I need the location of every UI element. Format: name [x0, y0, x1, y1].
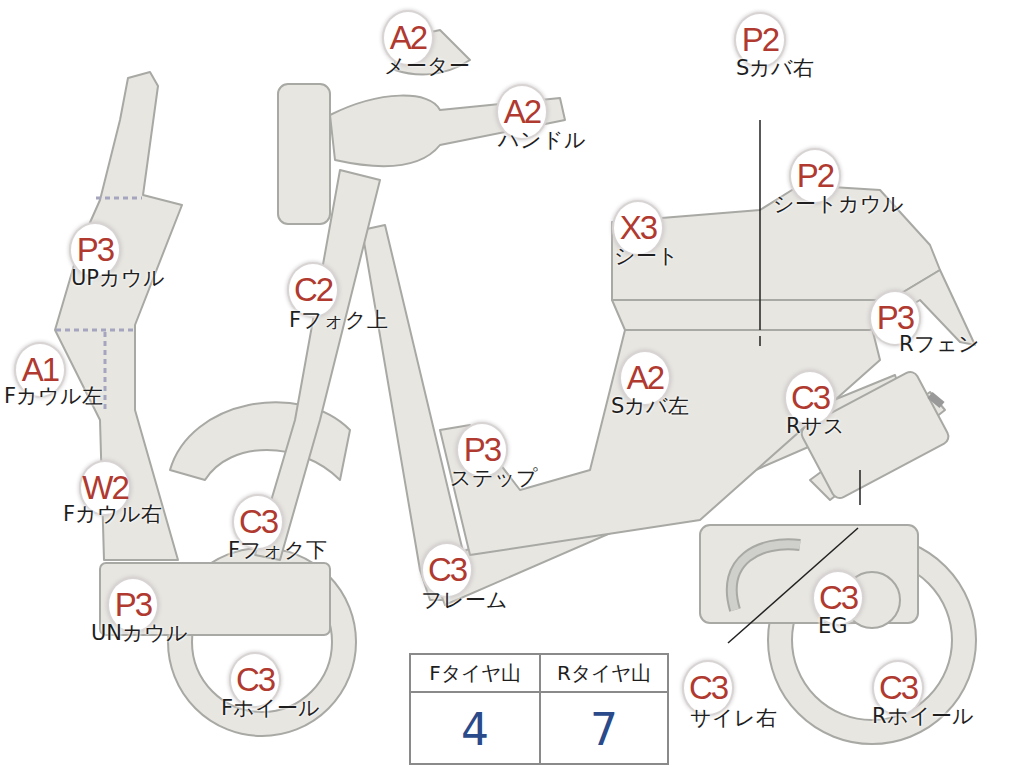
part-name: Fホイール: [221, 696, 320, 720]
damage-callout: W2Fカウル右: [81, 462, 129, 514]
table-header: Fタイヤ山: [429, 663, 521, 683]
part-name: UPカウル: [71, 266, 165, 290]
damage-callout: P3UNカウル: [109, 579, 157, 631]
damage-callout: C3Fフォク下: [234, 496, 282, 548]
table-header: Rタイヤ山: [557, 663, 651, 683]
damage-callout: P2シートカウル: [791, 150, 839, 202]
damage-callout: P3ステップ: [458, 424, 506, 476]
part-name: Fフォク下: [228, 538, 327, 562]
part-name: Fフォク上: [289, 308, 388, 332]
part-name: Fカウル左: [4, 384, 103, 408]
part-name: Sカバ右: [736, 56, 814, 80]
damage-callout: A2ハンドル: [498, 86, 546, 138]
damage-callout: P2Sカバ右: [736, 14, 784, 66]
part-name: Sカバ左: [611, 394, 689, 418]
part-name: サイレ右: [690, 706, 777, 730]
part-name: UNカウル: [91, 621, 188, 645]
part-name: Rフェン: [899, 332, 980, 356]
damage-callout: C3EG: [814, 572, 862, 624]
part-name: フレーム: [421, 588, 508, 612]
part-name: ハンドル: [498, 128, 586, 152]
damage-callout: A2Sカバ左: [621, 352, 669, 404]
part-name: ステップ: [450, 466, 538, 490]
damage-callout: X3シート: [614, 202, 662, 254]
damage-callout: C2Fフォク上: [289, 264, 337, 316]
part-name: Rサス: [786, 414, 845, 438]
table-value: 7: [590, 708, 618, 752]
part-name: Fカウル右: [63, 502, 162, 526]
damage-callout: A2メーター: [384, 12, 432, 64]
damage-callout: C3Rサス: [786, 372, 834, 424]
damage-callout: C3Fホイール: [231, 654, 279, 706]
damage-callout: A1Fカウル左: [16, 344, 64, 396]
damage-callout: P3Rフェン: [871, 292, 919, 344]
part-name: シート: [614, 244, 679, 268]
part-name: メーター: [384, 54, 470, 78]
damage-callout: C3フレーム: [423, 544, 471, 596]
part-name: EG: [818, 614, 848, 638]
damage-callout: C3サイレ右: [684, 662, 732, 714]
part-name: Rホイール: [872, 704, 974, 728]
damage-callout: C3Rホイール: [874, 662, 922, 714]
part-name: シートカウル: [773, 192, 904, 216]
damage-callout: P3UPカウル: [71, 224, 119, 276]
table-value: 4: [461, 708, 489, 752]
